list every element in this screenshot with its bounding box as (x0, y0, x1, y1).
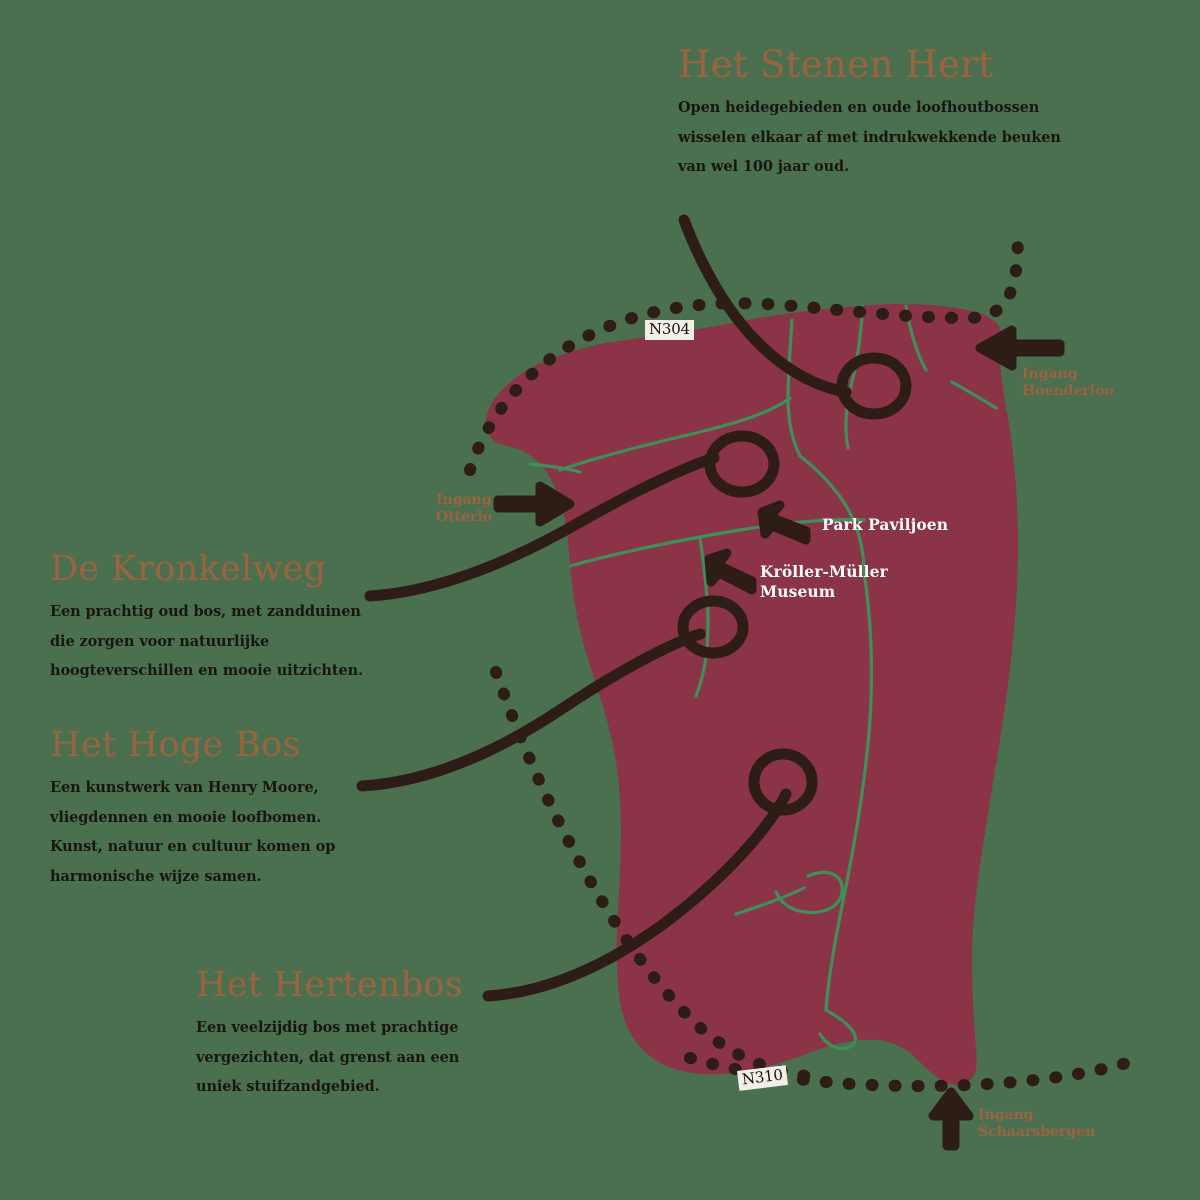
park-landmass (485, 305, 1018, 1084)
info-block-body: Een prachtig oud bos, met zandduinen die… (50, 603, 363, 680)
arrow-schaarsbergen-icon (928, 1087, 974, 1151)
entrance-label-otterlo: Ingang Otterlo (436, 492, 493, 526)
boundary-mid-diag (798, 454, 866, 574)
map-label-park-paviljoen: Park Paviljoen (822, 515, 949, 534)
park-northeast-lobe (843, 304, 1003, 390)
trail-hertenbos (482, 788, 792, 1002)
arrow-kroller-muller-icon (704, 548, 757, 595)
entrance-label-hoenderloo: Ingang Hoenderloo (1022, 366, 1114, 400)
trail-loop-markers (677, 352, 912, 816)
info-block-body: Open heidegebieden en oude loofhoutbosse… (678, 99, 1061, 176)
info-block-het-hoge-bos: Het Hoge Bos Een kunstwerk van Henry Moo… (50, 728, 350, 892)
boundary-se-long (824, 570, 874, 1012)
trail-stenen-hert (678, 214, 852, 398)
arrow-otterlo-icon (493, 481, 575, 527)
entrance-label-schaarsbergen: Ingang Schaarsbergen (978, 1107, 1096, 1141)
arrow-hoenderloo-icon (975, 325, 1065, 371)
road-shield-n304: N304 (645, 320, 694, 340)
loop-marker-kronkelweg (704, 430, 780, 498)
info-block-het-hertenbos: Het Hertenbos Een veelzijdig bos met pra… (196, 968, 496, 1102)
boundary-se-spur (734, 886, 806, 916)
info-block-title: De Kronkelweg (50, 549, 327, 589)
boundary-east-arc (950, 380, 998, 410)
boundary-n-center (786, 318, 802, 458)
info-block-de-kronkelweg: De Kronkelweg Een prachtig oud bos, met … (50, 552, 370, 686)
park-area-group (485, 304, 1018, 1086)
loop-marker-stenen-hert (836, 352, 912, 420)
info-block-het-stenen-hert: Het Stenen Hert Open heidegebieden en ou… (678, 46, 1078, 182)
trail-kronkelweg (364, 452, 720, 602)
park-south-tail (871, 998, 971, 1086)
boundary-ne-split (844, 304, 864, 450)
highway-n304-path (464, 226, 1024, 476)
entrance-arrows (493, 325, 1065, 1151)
park-internal-boundaries (528, 304, 998, 1050)
info-block-body: Een kunstwerk van Henry Moore, vliegdenn… (50, 779, 336, 886)
arrow-park-paviljoen-icon (757, 500, 811, 545)
boundary-mid-horiz (568, 517, 866, 568)
trails-solid (356, 214, 852, 1002)
loop-marker-hoge-bos (677, 595, 749, 659)
boundary-se-hook (818, 1008, 857, 1050)
highway-west-connector (490, 666, 812, 1082)
boundary-nw (558, 396, 792, 472)
info-block-title: Het Stenen Hert (678, 43, 994, 86)
loop-marker-hertenbos (748, 748, 818, 816)
boundary-center-drop (694, 536, 710, 698)
info-block-title: Het Hertenbos (196, 965, 464, 1005)
map-label-kroller-muller-museum: Kröller-Müller Museum (760, 562, 888, 601)
boundary-se-notch (774, 870, 844, 915)
info-block-title: Het Hoge Bos (50, 725, 301, 765)
trail-hoge-bos (356, 628, 706, 792)
info-block-body: Een veelzijdig bos met prachtige vergezi… (196, 1019, 460, 1096)
boundary-upper-left-edge (528, 462, 582, 474)
